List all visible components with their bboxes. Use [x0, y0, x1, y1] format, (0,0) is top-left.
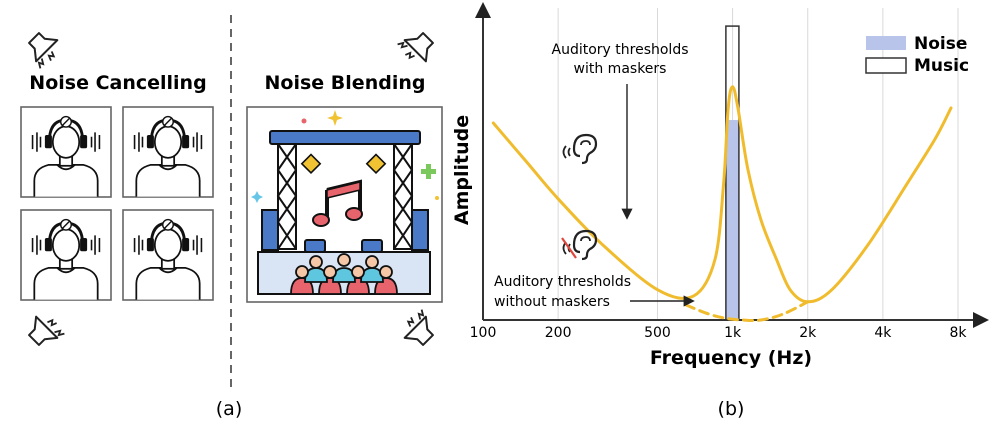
x-tick-label: 500: [644, 325, 671, 341]
legend: Noise Music: [865, 34, 969, 76]
x-tick-label: 4k: [874, 325, 892, 341]
noise-blending-title: Noise Blending: [265, 72, 426, 94]
annotation-without-line1: Auditory thresholds: [494, 274, 631, 290]
speaker-icon: [395, 24, 440, 70]
legend-music-swatch: [865, 57, 907, 74]
speaker-icon: [22, 308, 67, 354]
x-ticks: 100 200 500 1k 2k 4k 8k: [470, 325, 968, 341]
annotation-with-line2: with maskers: [574, 61, 667, 77]
annotation-without-line2: without maskers: [494, 294, 610, 310]
curves: [491, 85, 953, 323]
panel-a-caption: (a): [216, 398, 242, 420]
panel-a: Noise Cancelling Noise Blending: [20, 15, 443, 420]
x-tick-label: 8k: [949, 325, 967, 341]
listener-grid: [20, 106, 214, 302]
panel-b-caption: (b): [718, 398, 745, 420]
noise-cancelling-title: Noise Cancelling: [29, 72, 206, 94]
x-tick-label: 200: [545, 325, 572, 341]
concert-stage-icon: [246, 106, 443, 303]
ear-muted-icon: [561, 229, 598, 261]
x-tick-label: 1k: [724, 325, 742, 341]
annotation-with-line1: Auditory thresholds: [552, 42, 689, 58]
x-tick-label: 100: [470, 325, 497, 341]
speaker-icon: [20, 26, 66, 71]
panel-b: 100 200 500 1k 2k 4k 8k Frequency (Hz) Amplitu…: [451, 2, 989, 420]
y-axis-label: Amplitude: [451, 115, 473, 225]
speaker-icon: [396, 307, 442, 352]
legend-music-label: Music: [914, 56, 969, 76]
x-axis-label: Frequency (Hz): [650, 347, 812, 369]
ear-hearing-icon: [562, 133, 598, 165]
threshold-curve-with-maskers: [491, 85, 953, 304]
threshold-curve-without-maskers: [684, 300, 810, 323]
legend-noise-label: Noise: [914, 34, 967, 54]
x-tick-label: 2k: [799, 325, 817, 341]
legend-noise-swatch: [866, 36, 906, 50]
music-note-icon: [312, 179, 363, 227]
noise-bar: [725, 120, 739, 321]
